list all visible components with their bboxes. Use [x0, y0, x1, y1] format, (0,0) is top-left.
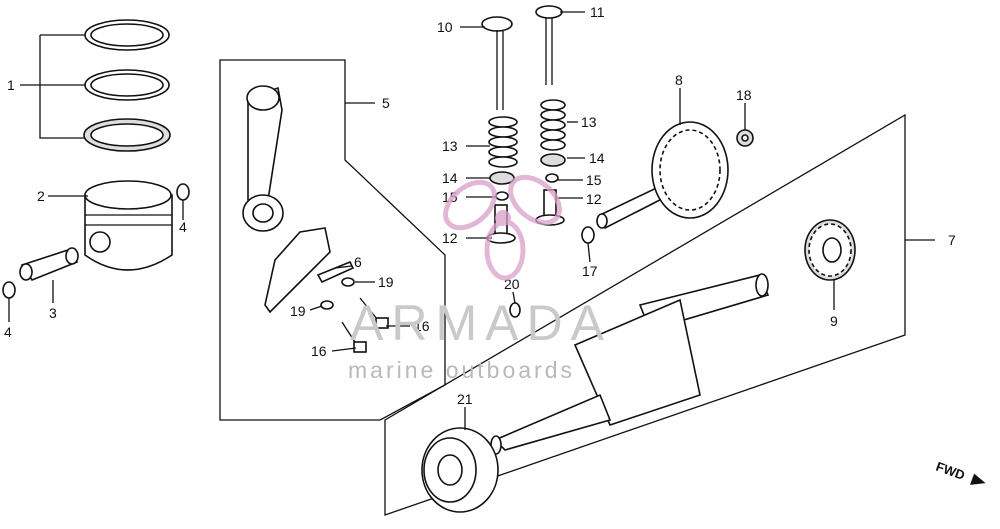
callout-4a: 4: [179, 219, 187, 235]
watermark-title: ARMADA: [350, 295, 612, 351]
watermark: ARMADA marine outboards: [348, 174, 612, 383]
piston: [84, 180, 173, 271]
callout-7: 7: [948, 232, 956, 248]
circlip-left: [2, 281, 16, 299]
crankshaft-gear: [804, 219, 856, 281]
intake-valve: [481, 16, 513, 110]
valve-spring-left: [488, 116, 518, 168]
callout-14a: 14: [442, 170, 458, 186]
fwd-direction-marker: FWD: [934, 459, 986, 485]
callout-13b: 13: [581, 114, 597, 130]
rod-bolts: [341, 297, 389, 353]
callout-6: 6: [354, 254, 362, 270]
callout-14b: 14: [589, 150, 605, 166]
piston-pin: [19, 247, 79, 281]
callout-labels: 1 2 3 4 4 5 6 7 8 9 10 11 12 12 13 13 14…: [4, 4, 956, 407]
piston-rings: [83, 19, 171, 152]
valve-spring-right: [540, 99, 566, 151]
fwd-label: FWD: [934, 459, 967, 483]
spring-retainer-right: [540, 153, 566, 167]
exhaust-valve: [535, 5, 563, 85]
conrod-group-outline: [219, 59, 446, 421]
callout-19a: 19: [378, 274, 394, 290]
watermark-subtitle: marine outboards: [348, 357, 575, 383]
propeller-logo-icon: [443, 174, 562, 281]
ball-bearing: [421, 427, 499, 513]
callout-9: 9: [830, 313, 838, 329]
callout-12b: 12: [442, 230, 458, 246]
callout-18: 18: [736, 87, 752, 103]
callout-12a: 12: [586, 191, 602, 207]
callout-5: 5: [382, 95, 390, 111]
bolt-washers: [320, 277, 355, 310]
callout-16a: 16: [414, 318, 430, 334]
callout-1: 1: [7, 77, 15, 93]
crankshaft-group-outline: [384, 113, 906, 516]
callout-16b: 16: [311, 343, 327, 359]
callout-21: 21: [457, 391, 473, 407]
thrust-washer: [581, 226, 595, 244]
callout-8: 8: [675, 72, 683, 88]
callout-15b: 15: [586, 172, 602, 188]
callout-3: 3: [49, 305, 57, 321]
rod-cap: [264, 227, 331, 314]
callout-19b: 19: [290, 303, 306, 319]
connecting-rod: [242, 85, 284, 232]
circlip-right: [176, 183, 190, 201]
callout-13a: 13: [442, 138, 458, 154]
callout-17: 17: [582, 263, 598, 279]
callout-10: 10: [437, 19, 453, 35]
camshaft: [596, 121, 729, 230]
valve-keeper-right: [545, 173, 559, 183]
fwd-arrow-icon: [970, 473, 986, 485]
callout-11: 11: [590, 4, 605, 20]
callout-2: 2: [37, 188, 45, 204]
valve-keeper-left: [495, 191, 509, 201]
callout-4b: 4: [4, 324, 12, 340]
